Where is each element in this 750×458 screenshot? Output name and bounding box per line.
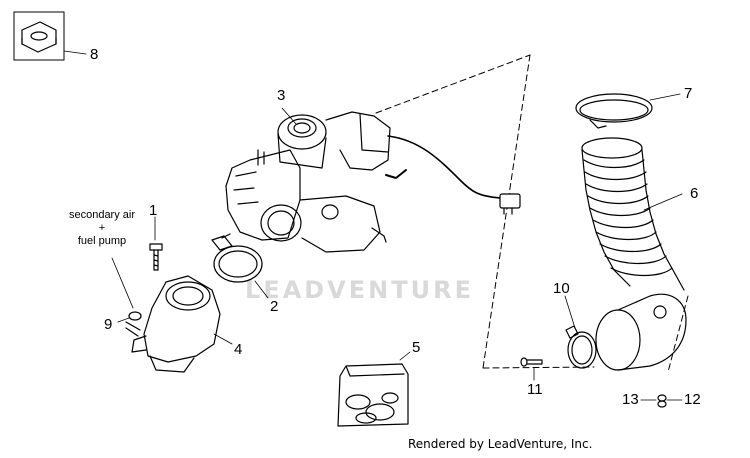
part-2-hose-clamp <box>211 233 263 283</box>
callout-6[interactable]: 6 <box>690 185 699 202</box>
callout-2[interactable]: 2 <box>270 298 279 315</box>
part-4-intake-manifold <box>125 275 221 373</box>
annotation-secondary-air: secondary air + fuel pump <box>52 209 152 248</box>
callout-4[interactable]: 4 <box>234 341 243 358</box>
part-6-air-duct <box>581 137 687 371</box>
part-7-clamp-ring <box>575 93 653 129</box>
annotation-line-3: fuel pump <box>77 235 127 247</box>
callout-7[interactable]: 7 <box>684 85 693 102</box>
assembly-guide-lines <box>375 54 689 373</box>
callout-10[interactable]: 10 <box>553 280 570 297</box>
callout-11[interactable]: 11 <box>527 381 543 398</box>
callout-9[interactable]: 9 <box>104 316 113 333</box>
carburettor-cable <box>387 135 521 215</box>
rendered-by-footer: Rendered by LeadVenture, Inc. <box>408 437 593 451</box>
part-3-carburettor <box>225 111 407 253</box>
part-12-13-washer-nut <box>657 394 667 408</box>
part-5-gasket-kit <box>337 363 409 427</box>
part-8-clip-nut <box>13 11 65 61</box>
part-11-screw <box>520 357 543 367</box>
annotation-line-2: + <box>98 222 106 234</box>
callout-13[interactable]: 13 <box>622 391 639 408</box>
callout-8[interactable]: 8 <box>90 46 99 63</box>
callout-1[interactable]: 1 <box>149 202 158 219</box>
watermark: LEADVENTURE <box>245 276 474 304</box>
callout-12[interactable]: 12 <box>684 391 701 408</box>
part-9-o-ring <box>128 311 142 321</box>
part-10-small-clamp <box>565 325 597 369</box>
callout-5[interactable]: 5 <box>412 339 421 356</box>
callout-3[interactable]: 3 <box>277 87 286 104</box>
annotation-line-1: secondary air <box>68 209 136 221</box>
part-1-screw <box>149 243 163 271</box>
